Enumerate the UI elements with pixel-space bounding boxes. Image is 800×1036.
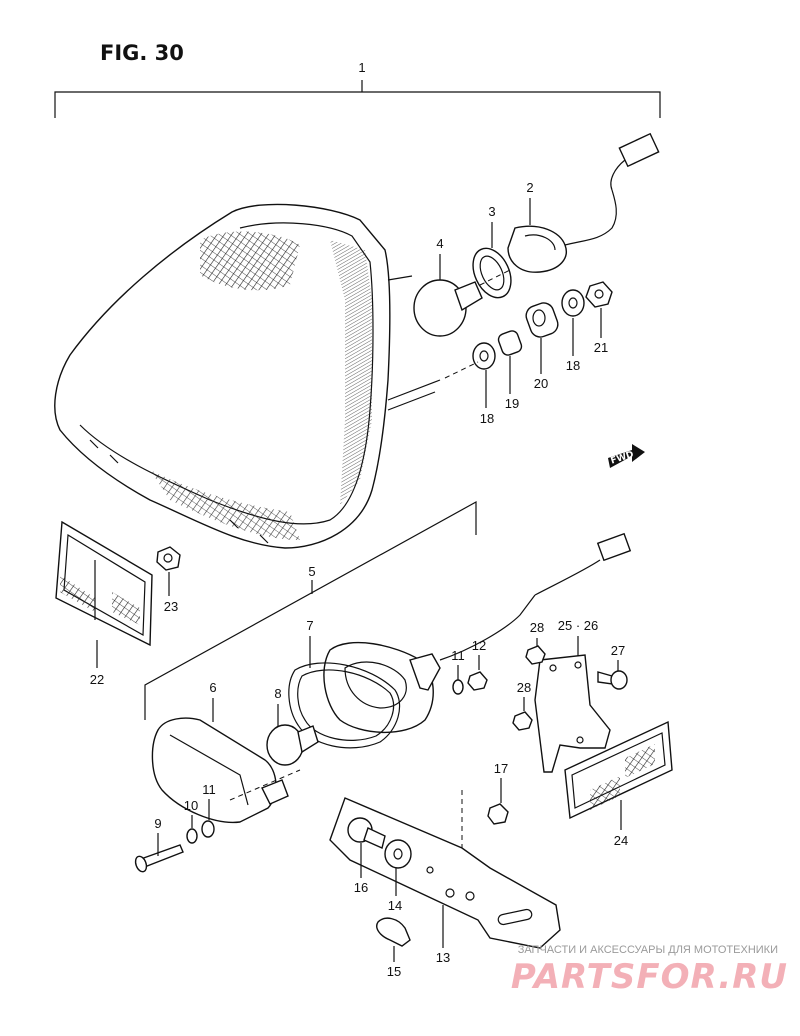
washer-11-lower[interactable] (201, 820, 215, 838)
reflector-bracket[interactable] (534, 654, 611, 773)
leader-lens (229, 769, 301, 801)
assembly-bracket-1 (54, 80, 661, 118)
callout-9: 9 (154, 816, 161, 831)
callout-22: 22 (90, 672, 104, 687)
callout-18-upper: 18 (566, 358, 580, 373)
socket-gasket[interactable] (466, 242, 519, 303)
callout-20: 20 (534, 376, 548, 391)
callout-13: 13 (436, 950, 450, 965)
license-lamp-base[interactable] (323, 641, 441, 734)
watermark: ЗАПЧАСТИ И АКСЕССУАРЫ ДЛЯ МОТОТЕХНИКИ PA… (511, 944, 788, 997)
callout-7: 7 (306, 618, 313, 633)
nut-28-lower[interactable] (512, 711, 533, 731)
callout-19: 19 (505, 396, 519, 411)
nut-17[interactable] (487, 803, 509, 825)
callout-3: 3 (488, 204, 495, 219)
lamp-connector[interactable] (596, 532, 632, 562)
callout-16: 16 (354, 880, 368, 895)
figure-title: FIG. 30 (100, 41, 184, 65)
callout-28-lower: 28 (517, 680, 531, 695)
callout-10: 10 (184, 798, 198, 813)
callouts: 1 2 3 4 18 21 20 18 19 22 23 5 7 6 8 11 … (90, 60, 628, 979)
rear-reflector[interactable] (55, 520, 153, 647)
grommet-20[interactable] (523, 300, 560, 340)
license-bracket[interactable] (329, 797, 561, 949)
washer-18-upper[interactable] (561, 289, 585, 317)
callout-17: 17 (494, 761, 508, 776)
callout-2: 2 (526, 180, 533, 195)
callout-14: 14 (388, 898, 402, 913)
side-reflector[interactable] (564, 720, 673, 820)
screw-9[interactable] (134, 844, 184, 873)
callout-24: 24 (614, 833, 628, 848)
nut-23[interactable] (156, 546, 181, 571)
watermark-caption: ЗАПЧАСТИ И АКСЕССУАРЫ ДЛЯ МОТОТЕХНИКИ (518, 944, 778, 956)
washer-11-upper[interactable] (452, 679, 464, 695)
fastener-15[interactable] (376, 917, 411, 947)
forward-arrow-icon: FWD (608, 444, 645, 468)
washer-18-lower[interactable] (472, 342, 496, 370)
leader-stud (444, 361, 479, 379)
bulb-socket[interactable] (507, 132, 660, 273)
callout-25-26: 25 · 26 (558, 618, 598, 633)
callout-5: 5 (308, 564, 315, 579)
watermark-brand: PARTSFOR.RU (511, 957, 788, 997)
callout-23: 23 (164, 599, 178, 614)
collar-19[interactable] (497, 329, 523, 357)
assembly-bracket-5 (144, 500, 477, 720)
callout-6: 6 (209, 680, 216, 695)
callout-11-lower: 11 (202, 782, 216, 797)
nut-28-upper[interactable] (525, 645, 546, 665)
callout-18-lower: 18 (480, 411, 494, 426)
callout-27: 27 (611, 643, 625, 658)
callout-28-upper: 28 (530, 620, 544, 635)
license-bulb[interactable] (266, 724, 319, 766)
nut-12[interactable] (467, 671, 488, 691)
washer-14[interactable] (384, 839, 412, 869)
callout-15: 15 (387, 964, 401, 979)
callout-8: 8 (274, 686, 281, 701)
callout-4: 4 (436, 236, 443, 251)
callout-1: 1 (358, 60, 365, 75)
fwd-label: FWD (610, 450, 635, 467)
callout-12: 12 (472, 638, 486, 653)
callout-21: 21 (594, 340, 608, 355)
screw-27[interactable] (597, 670, 628, 690)
lamp-wire (439, 594, 536, 661)
nut-21[interactable] (585, 281, 613, 308)
tail-bulb[interactable] (413, 279, 483, 337)
license-lamp-lens[interactable] (151, 717, 289, 824)
washer-10[interactable] (186, 828, 198, 844)
tail-lamp-housing[interactable] (54, 203, 441, 549)
bolt-16[interactable] (347, 817, 386, 849)
callout-11-upper: 11 (451, 648, 465, 663)
lamp-gasket[interactable] (288, 662, 401, 749)
leader-bulb (479, 269, 511, 286)
